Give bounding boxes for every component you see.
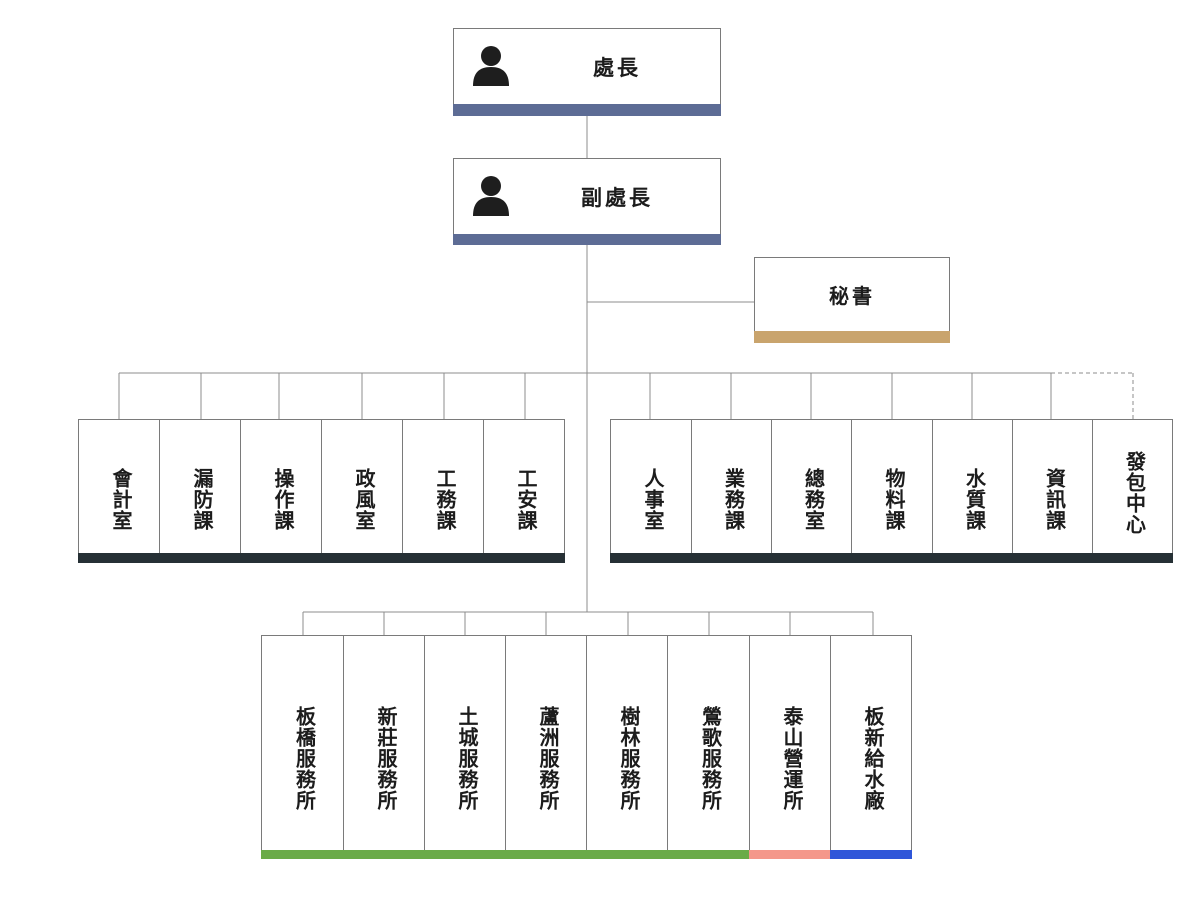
section-label: 工安課 bbox=[514, 467, 538, 531]
office-label: 樹林服務所 bbox=[617, 705, 641, 811]
section-box-water-quality: 水質課 bbox=[932, 419, 1013, 563]
section-box-engineering: 工務課 bbox=[402, 419, 484, 563]
section-box-materials: 物料課 bbox=[851, 419, 933, 563]
office-label: 鶯歌服務所 bbox=[698, 705, 723, 811]
office-label: 泰山營運所 bbox=[780, 705, 804, 811]
left-sections-bar bbox=[78, 553, 565, 563]
office-label: 蘆洲服務所 bbox=[536, 705, 560, 811]
secretary-label: 秘書 bbox=[829, 283, 875, 308]
section-label: 總務室 bbox=[801, 467, 826, 531]
director-bar bbox=[453, 104, 721, 116]
section-box-operations: 操作課 bbox=[240, 419, 322, 563]
deputy-label: 副處長 bbox=[581, 185, 653, 210]
director-box: 處長 bbox=[453, 28, 721, 116]
section-label: 資訊課 bbox=[1042, 467, 1067, 531]
office-box-tucheng: 土城服務所 bbox=[424, 635, 506, 859]
office-label: 新莊服務所 bbox=[374, 705, 398, 811]
office-box-banqiao: 板橋服務所 bbox=[261, 635, 344, 859]
section-label: 水質課 bbox=[962, 467, 987, 531]
deputy-bar bbox=[453, 234, 721, 245]
section-box-procurement-center: 發包中心 bbox=[1092, 419, 1173, 563]
section-label: 漏防課 bbox=[190, 467, 214, 531]
office-label: 板橋服務所 bbox=[292, 705, 317, 811]
section-box-information: 資訊課 bbox=[1012, 419, 1093, 563]
office-box-shulin: 樹林服務所 bbox=[586, 635, 668, 859]
office-box-banxin-water-plant: 板新給水廠 bbox=[830, 635, 912, 859]
office-label: 土城服務所 bbox=[455, 705, 479, 811]
section-box-safety: 工安課 bbox=[483, 419, 565, 563]
section-label: 會計室 bbox=[109, 467, 133, 531]
section-label: 操作課 bbox=[271, 467, 295, 531]
deputy-box: 副處長 bbox=[453, 158, 721, 245]
section-label: 政風室 bbox=[352, 467, 376, 531]
section-box-business: 業務課 bbox=[691, 419, 772, 563]
section-box-personnel: 人事室 bbox=[610, 419, 692, 563]
section-box-accounting: 會計室 bbox=[78, 419, 160, 563]
section-label: 工務課 bbox=[433, 467, 457, 531]
office-label: 板新給水廠 bbox=[861, 705, 885, 811]
person-icon bbox=[473, 176, 509, 216]
office-box-yingge: 鶯歌服務所 bbox=[667, 635, 750, 859]
section-label: 發包中心 bbox=[1122, 451, 1147, 535]
section-box-general-affairs: 總務室 bbox=[771, 419, 852, 563]
section-box-ethics: 政風室 bbox=[321, 419, 403, 563]
office-box-xinzhuang: 新莊服務所 bbox=[343, 635, 425, 859]
section-label: 物料課 bbox=[882, 467, 906, 531]
section-label: 人事室 bbox=[641, 467, 665, 531]
secretary-bar bbox=[754, 331, 950, 343]
office-box-luzhou: 蘆洲服務所 bbox=[505, 635, 587, 859]
secretary-box: 秘書 bbox=[754, 257, 950, 343]
office-box-taishan: 泰山營運所 bbox=[749, 635, 831, 859]
section-label: 業務課 bbox=[721, 467, 746, 531]
person-icon bbox=[473, 46, 509, 86]
section-box-leak-prevention: 漏防課 bbox=[159, 419, 241, 563]
right-sections-bar bbox=[610, 553, 1173, 563]
offices-bar-salmon bbox=[749, 850, 831, 859]
offices-bar-green bbox=[261, 850, 750, 859]
director-label: 處長 bbox=[593, 56, 641, 80]
offices-bar-blue bbox=[830, 850, 912, 859]
